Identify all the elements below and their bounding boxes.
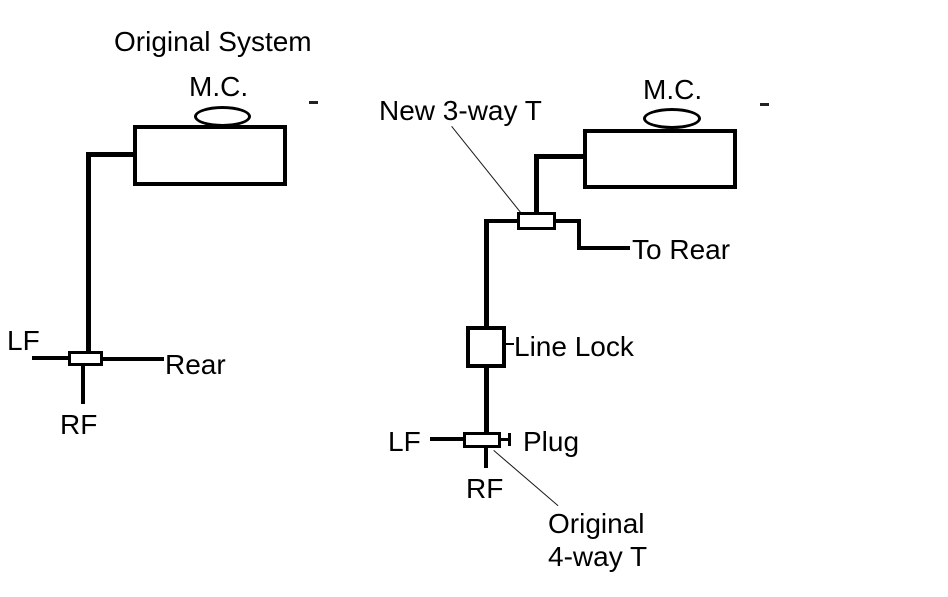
tee-left-branch-line: [486, 219, 517, 223]
right-rf-label: RF: [466, 473, 504, 504]
right-mc-cap-oval: [643, 108, 701, 129]
original-tee-label-line1: Original: [548, 508, 645, 539]
left-supply-line-v: [86, 152, 91, 353]
original-tee-label-line2: 4-way T: [548, 541, 648, 572]
line-lock-label: Line Lock: [514, 331, 634, 362]
left-lf-line: [32, 356, 68, 360]
four-way-tee-fitting: [463, 432, 501, 448]
right-master-cylinder-box: [583, 129, 737, 189]
left-rf-line: [81, 366, 85, 404]
right-supply-line-h: [536, 154, 583, 159]
stray-mark-right: [760, 103, 769, 106]
main-line-upper: [484, 219, 489, 329]
plug-label: Plug: [523, 426, 580, 457]
left-mc-cap-oval: [194, 106, 251, 127]
to-rear-line-h: [577, 246, 630, 250]
line-lock-dash: [506, 343, 514, 345]
left-supply-line-h: [86, 152, 135, 157]
three-way-tee-fitting: [517, 212, 556, 230]
right-lf-line: [430, 437, 463, 441]
to-rear-line-v: [577, 219, 581, 250]
new-tee-pointer-line: [451, 126, 521, 213]
left-master-cylinder-box: [133, 125, 287, 186]
right-supply-line-v: [534, 154, 539, 214]
tee-right-branch-line: [556, 219, 581, 223]
new-three-way-tee-label: New 3-way T: [379, 95, 542, 126]
right-rf-line: [484, 448, 488, 468]
to-rear-label: To Rear: [632, 234, 731, 265]
left-mc-label: M.C.: [189, 71, 249, 102]
left-lf-label: LF: [7, 325, 40, 356]
plug-tick: [508, 433, 511, 446]
plug-stub-line: [501, 438, 509, 441]
left-four-way-tee-fitting: [68, 351, 103, 366]
left-rf-label: RF: [60, 409, 98, 440]
right-lf-label: LF: [388, 426, 421, 457]
left-rear-label: Rear: [165, 349, 226, 380]
left-rear-line: [103, 357, 164, 361]
right-mc-label: M.C.: [643, 74, 703, 105]
main-line-lower: [484, 368, 489, 432]
stray-mark-left: [309, 101, 318, 104]
original-system-title: Original System: [114, 26, 312, 57]
line-lock-box: [466, 326, 506, 368]
